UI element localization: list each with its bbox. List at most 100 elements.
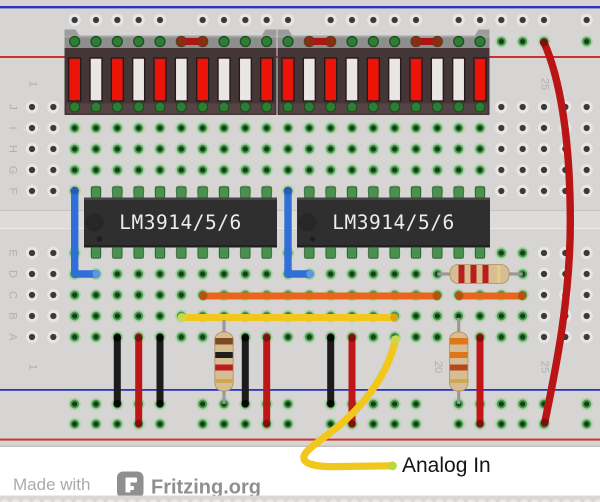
breadboard-hole[interactable] xyxy=(349,125,355,131)
breadboard-hole[interactable] xyxy=(136,313,142,319)
breadboard-hole[interactable] xyxy=(93,125,99,131)
breadboard-hole[interactable] xyxy=(583,124,590,132)
breadboard-hole[interactable] xyxy=(178,125,184,131)
breadboard-hole[interactable] xyxy=(93,146,99,152)
breadboard-hole[interactable] xyxy=(370,401,376,407)
breadboard-hole[interactable] xyxy=(498,16,505,24)
breadboard-hole[interactable] xyxy=(392,271,398,277)
breadboard-hole[interactable] xyxy=(72,146,78,152)
breadboard-hole[interactable] xyxy=(434,146,440,152)
breadboard-hole[interactable] xyxy=(328,146,334,152)
breadboard-hole[interactable] xyxy=(391,16,398,24)
breadboard-hole[interactable] xyxy=(114,125,120,131)
breadboard-hole[interactable] xyxy=(114,271,120,277)
breadboard-hole[interactable] xyxy=(28,249,36,257)
breadboard-hole[interactable] xyxy=(476,16,484,24)
breadboard-hole[interactable] xyxy=(93,334,99,340)
breadboard-hole[interactable] xyxy=(136,167,142,173)
breadboard-hole[interactable] xyxy=(221,146,227,152)
breadboard-hole[interactable] xyxy=(93,292,99,298)
breadboard-hole[interactable] xyxy=(434,167,440,173)
breadboard-hole[interactable] xyxy=(370,125,376,131)
breadboard-hole[interactable] xyxy=(93,313,99,319)
breadboard-hole[interactable] xyxy=(221,421,227,427)
breadboard-hole[interactable] xyxy=(306,334,312,340)
breadboard-hole[interactable] xyxy=(50,333,57,341)
breadboard-hole[interactable] xyxy=(93,167,99,173)
breadboard-hole[interactable] xyxy=(221,167,227,173)
breadboard-hole[interactable] xyxy=(583,16,590,24)
breadboard-hole[interactable] xyxy=(264,167,270,173)
breadboard-hole[interactable] xyxy=(50,270,57,278)
breadboard-hole[interactable] xyxy=(370,271,376,277)
breadboard-hole[interactable] xyxy=(370,167,376,173)
breadboard-hole[interactable] xyxy=(285,167,291,173)
breadboard-hole[interactable] xyxy=(455,16,462,24)
breadboard-hole[interactable] xyxy=(498,187,505,195)
breadboard-hole[interactable] xyxy=(477,125,483,131)
breadboard-hole[interactable] xyxy=(434,125,440,131)
breadboard-hole[interactable] xyxy=(157,146,163,152)
breadboard-hole[interactable] xyxy=(157,421,163,427)
breadboard-hole[interactable] xyxy=(456,125,462,131)
breadboard-hole[interactable] xyxy=(328,125,334,131)
rail-jumper[interactable] xyxy=(181,38,203,45)
breadboard-hole[interactable] xyxy=(200,125,206,131)
fritzing-org-link[interactable]: Fritzing.org xyxy=(151,477,261,499)
led-bargraph-1[interactable] xyxy=(64,29,277,116)
breadboard-hole[interactable] xyxy=(242,421,248,427)
breadboard-hole[interactable] xyxy=(285,334,291,340)
breadboard-hole[interactable] xyxy=(200,167,206,173)
breadboard-hole[interactable] xyxy=(498,145,505,153)
breadboard-hole[interactable] xyxy=(413,334,419,340)
breadboard-hole[interactable] xyxy=(28,145,36,153)
breadboard-hole[interactable] xyxy=(519,187,526,195)
breadboard-hole[interactable] xyxy=(136,146,142,152)
breadboard-hole[interactable] xyxy=(263,16,270,24)
breadboard-hole[interactable] xyxy=(349,167,355,173)
breadboard-hole[interactable] xyxy=(498,250,504,256)
breadboard-hole[interactable] xyxy=(349,146,355,152)
breadboard-hole[interactable] xyxy=(93,421,99,427)
breadboard-hole[interactable] xyxy=(285,125,291,131)
rail-jumper[interactable] xyxy=(309,38,331,45)
breadboard-hole[interactable] xyxy=(540,124,548,132)
breadboard-hole[interactable] xyxy=(136,271,142,277)
breadboard-hole[interactable] xyxy=(28,124,36,132)
breadboard-hole[interactable] xyxy=(178,292,184,298)
resistor-horizontal[interactable] xyxy=(437,264,523,284)
breadboard-hole[interactable] xyxy=(114,16,121,24)
breadboard-hole[interactable] xyxy=(114,313,120,319)
breadboard-hole[interactable] xyxy=(306,167,312,173)
breadboard-hole[interactable] xyxy=(28,291,36,299)
breadboard-hole[interactable] xyxy=(28,333,36,341)
breadboard-hole[interactable] xyxy=(114,292,120,298)
breadboard-hole[interactable] xyxy=(178,146,184,152)
breadboard-hole[interactable] xyxy=(50,312,57,320)
breadboard-hole[interactable] xyxy=(348,16,356,24)
breadboard-hole[interactable] xyxy=(519,166,526,174)
breadboard-hole[interactable] xyxy=(584,401,590,407)
breadboard-hole[interactable] xyxy=(413,401,419,407)
breadboard-hole[interactable] xyxy=(498,166,505,174)
breadboard-hole[interactable] xyxy=(477,313,483,319)
breadboard-hole[interactable] xyxy=(540,166,548,174)
breadboard-hole[interactable] xyxy=(157,313,163,319)
breadboard-hole[interactable] xyxy=(157,167,163,173)
jumper-wire-red-curve[interactable] xyxy=(540,38,575,427)
breadboard-hole[interactable] xyxy=(178,334,184,340)
breadboard-hole[interactable] xyxy=(349,271,355,277)
breadboard-hole[interactable] xyxy=(392,125,398,131)
breadboard-hole[interactable] xyxy=(50,249,57,257)
breadboard-hole[interactable] xyxy=(583,187,590,195)
breadboard-hole[interactable] xyxy=(285,401,291,407)
breadboard-hole[interactable] xyxy=(200,334,206,340)
breadboard-hole[interactable] xyxy=(498,334,504,340)
breadboard-hole[interactable] xyxy=(242,271,248,277)
breadboard-hole[interactable] xyxy=(583,103,590,111)
jumper-wire-yellow-curve[interactable] xyxy=(300,335,400,471)
breadboard-hole[interactable] xyxy=(114,167,120,173)
resistor-vertical-1[interactable] xyxy=(214,320,234,404)
breadboard-hole[interactable] xyxy=(584,38,590,45)
resistor-vertical-2[interactable] xyxy=(449,318,469,404)
